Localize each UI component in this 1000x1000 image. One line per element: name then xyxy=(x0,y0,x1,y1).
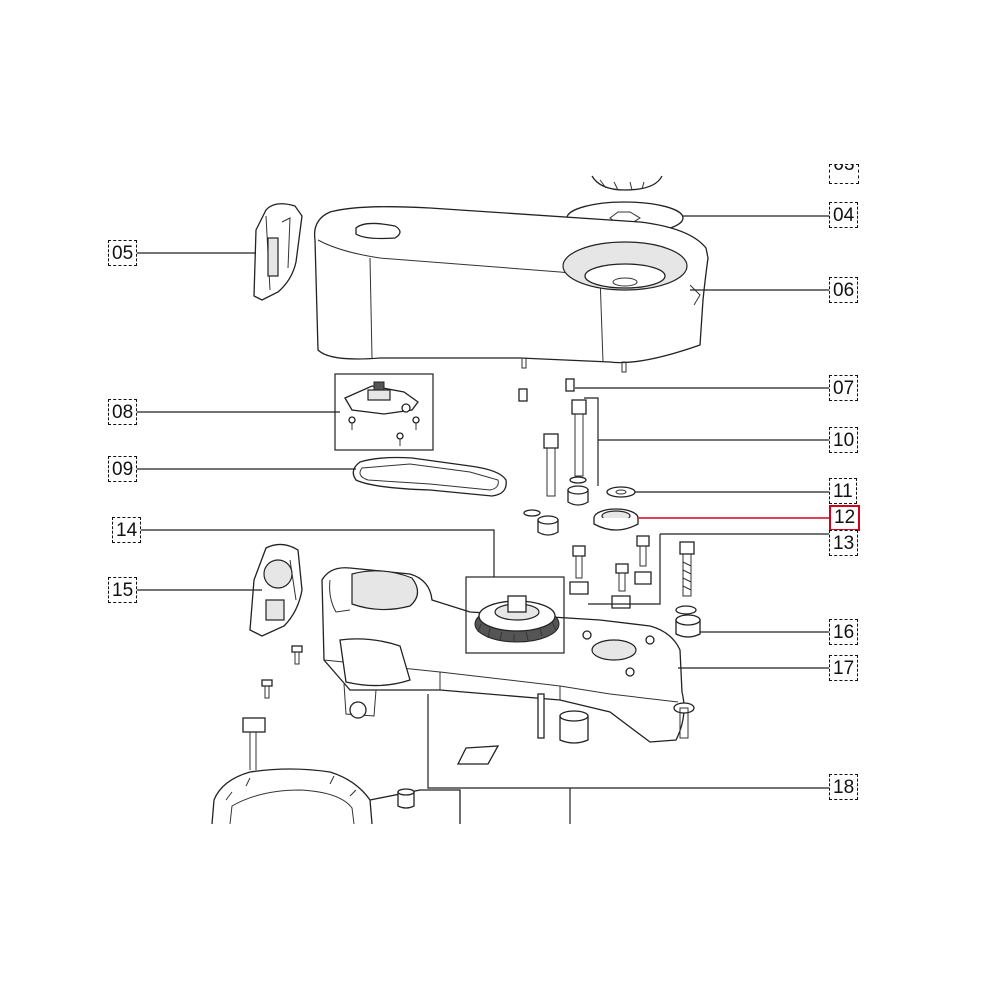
part-09-belt xyxy=(352,456,507,497)
callout-07-label: 07 xyxy=(833,378,855,399)
callout-11[interactable]: 11 xyxy=(829,478,857,504)
part-15-side-cover xyxy=(249,543,303,699)
callout-06-label: 06 xyxy=(833,280,855,301)
callout-14-label: 14 xyxy=(116,520,138,541)
callout-14[interactable]: 14 xyxy=(112,517,142,543)
leader-lines xyxy=(136,215,830,824)
part-12-bearing xyxy=(593,508,639,531)
leader-18 xyxy=(427,694,830,789)
part-07-pins xyxy=(518,378,575,402)
part-14-gear xyxy=(465,576,565,654)
part-13-fastener-set xyxy=(523,509,661,609)
part-06-top-cover xyxy=(313,206,709,373)
part-05-side-cover xyxy=(253,203,303,301)
callout-12[interactable]: 12 xyxy=(829,505,861,531)
part-11-washers xyxy=(567,476,636,506)
callout-10[interactable]: 10 xyxy=(829,427,859,453)
part-17-lower-chassis xyxy=(321,567,695,744)
callout-12-label: 12 xyxy=(834,507,856,528)
callout-17[interactable]: 17 xyxy=(829,655,859,681)
callout-16[interactable]: 16 xyxy=(829,619,859,645)
callout-03-label: 03 xyxy=(833,164,855,175)
callout-07[interactable]: 07 xyxy=(829,375,859,401)
callout-13[interactable]: 13 xyxy=(829,530,859,556)
part-03-drawing xyxy=(591,175,663,191)
callout-05[interactable]: 05 xyxy=(108,240,138,266)
callout-10-label: 10 xyxy=(833,430,855,451)
callout-16-label: 16 xyxy=(833,622,855,643)
callout-17-label: 17 xyxy=(833,658,855,679)
callout-04-label: 04 xyxy=(833,205,855,226)
callout-08-label: 08 xyxy=(112,402,134,423)
part-18-base xyxy=(211,717,500,825)
callout-15[interactable]: 15 xyxy=(108,577,138,603)
callout-09-label: 09 xyxy=(112,459,134,480)
part-08-control-board xyxy=(334,373,434,451)
callout-18[interactable]: 18 xyxy=(829,774,859,800)
callout-05-label: 05 xyxy=(112,243,134,264)
callout-15-label: 15 xyxy=(112,580,134,601)
part-16-bolt-bushing xyxy=(675,541,701,638)
callout-11-label: 11 xyxy=(833,481,853,502)
callout-18-label: 18 xyxy=(833,777,855,798)
callout-06[interactable]: 06 xyxy=(829,277,859,303)
callout-03[interactable]: 03 xyxy=(829,164,859,184)
part-10-long-bolts xyxy=(543,397,599,497)
callout-09[interactable]: 09 xyxy=(108,456,138,482)
callout-08[interactable]: 08 xyxy=(108,399,138,425)
callout-04[interactable]: 04 xyxy=(829,202,859,228)
leader-14 xyxy=(140,529,495,577)
callout-13-label: 13 xyxy=(833,533,855,554)
